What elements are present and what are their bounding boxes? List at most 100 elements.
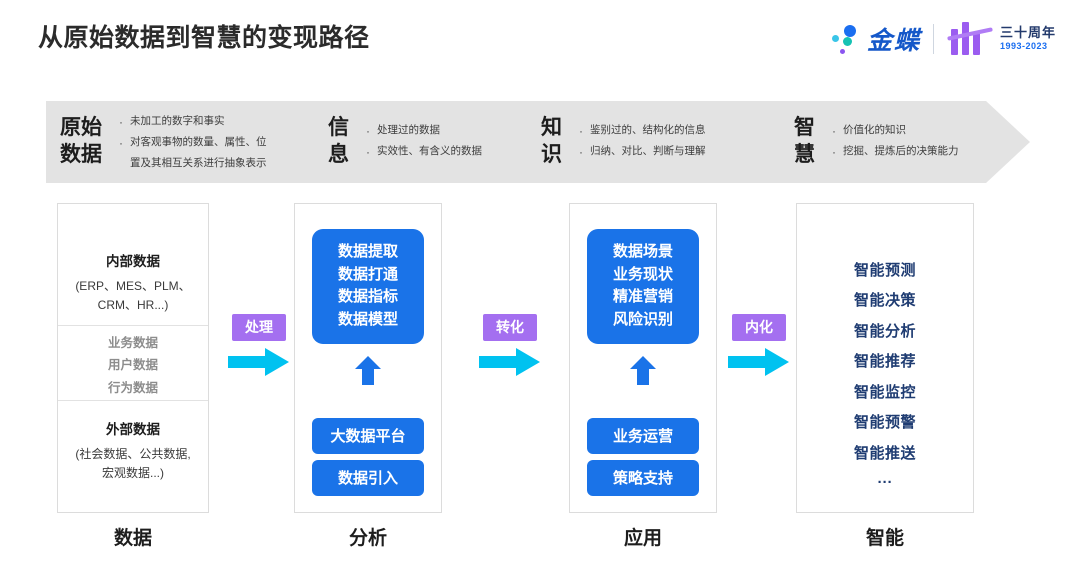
up-arrow-icon (630, 356, 656, 385)
bullet-dot-icon: · (579, 145, 583, 159)
banner-bullet-text: 处理过的数据 (377, 124, 440, 137)
intelligence-item: 智能预测 (853, 262, 916, 279)
banner-bullet: ·挖掘、提炼后的决策能力 (825, 142, 959, 163)
connector-label: 内化 (732, 314, 786, 341)
box-line: 数据指标 (337, 288, 398, 305)
analysis-capability-box[interactable]: 数据提取数据打通数据指标数据模型 (312, 229, 424, 344)
intelligence-item: 智能推荐 (853, 353, 916, 371)
banner-stage-raw-data: 原始数据 · 未加工的数字和事实 · 对客观事物的数量、属性、位置及其相互关系进行抽象… (60, 101, 267, 183)
banner-bullet-text: 归纳、对比、判断与理解 (590, 145, 706, 157)
bullet-dot-icon: · (119, 135, 123, 150)
banner-stage-bullets: · 处理过的数据 · 实效性、有含义的数据 (359, 121, 482, 162)
banner-bullet-text: 置及其相互关系进行抽象表示 (130, 156, 267, 169)
section-divider (58, 400, 208, 401)
banner-bullet-text: 实效性、有含义的数据 (377, 145, 482, 157)
banner-bullet-text: 价值化的知识 (843, 124, 906, 137)
brand-name: 金蝶 (866, 27, 921, 55)
column-title-intelligence: 智能 (865, 528, 904, 549)
internal-data-title: 内部数据 (106, 254, 160, 269)
banner-bullet: · 价值化的知识 (825, 121, 959, 142)
column-title-application: 应用 (623, 528, 662, 549)
intelligence-item: 智能分析 (853, 322, 916, 340)
banner-bullet: 置及其相互关系进行抽象表示 (112, 154, 267, 172)
banner-stage-information: 信息 · 处理过的数据 · 实效性、有含义的数据 (328, 101, 482, 183)
banner-stage-name: 原始数据 (60, 116, 102, 166)
analysis-pill-platform[interactable]: 大数据平台 (312, 418, 424, 454)
box-line: 数据场景 (612, 243, 673, 260)
application-pill-strategy[interactable]: 策略支持 (587, 460, 699, 496)
banner-stage-bullets: · 未加工的数字和事实 · 对客观事物的数量、属性、位置及其相互关系进行抽象表示 (112, 112, 267, 171)
box-line: 精准营销 (612, 288, 673, 305)
intelligence-capability-list: 智能预测智能决策智能分析智能推荐智能监控智能预警智能推送··· (797, 256, 973, 498)
page-title: 从原始数据到智慧的变现路径 (38, 24, 370, 52)
card-application: 数据场景业务现状精准营销风险识别 业务运营 策略支持 (569, 203, 717, 513)
brand-logo: 金蝶 三十周年 1993-2023 (829, 20, 1056, 58)
banner-bullet: · 未加工的数字和事实 (112, 112, 267, 133)
banner-bullet: · 鉴别过的、结构化的信息 (572, 121, 706, 142)
right-arrow-icon (228, 348, 289, 376)
box-line: 风险识别 (612, 310, 673, 328)
anniversary-mark-icon (947, 21, 993, 57)
anniversary-years: 1993-2023 (999, 41, 1048, 52)
bullet-dot-icon: · (366, 124, 370, 139)
card-data: 内部数据 (ERP、MES、PLM、CRM、HR...) 业务数据用户数据行为数… (57, 203, 209, 513)
dikw-banner-content: 原始数据 · 未加工的数字和事实 · 对客观事物的数量、属性、位置及其相互关系进行抽象… (46, 101, 1030, 183)
right-arrow-icon (479, 348, 540, 376)
external-data-section: 外部数据 (社会数据、公共数据,宏观数据...) (58, 418, 208, 482)
intelligence-item: 智能预警 (853, 414, 916, 432)
column-title-data: 数据 (113, 528, 152, 549)
column-title-analysis: 分析 (348, 528, 387, 549)
section-divider (58, 325, 208, 326)
banner-stage-bullets: · 鉴别过的、结构化的信息 · 归纳、对比、判断与理解 (572, 121, 706, 162)
banner-stage-name: 信息 (328, 116, 349, 166)
connector-label: 处理 (232, 314, 286, 341)
banner-bullet-text: 鉴别过的、结构化的信息 (590, 124, 706, 137)
intelligence-item: 智能监控 (853, 383, 916, 401)
box-line: 数据模型 (337, 310, 398, 328)
box-line: 数据提取 (337, 243, 398, 260)
analysis-pill-ingest[interactable]: 数据引入 (312, 460, 424, 496)
data-kind-item: 用户数据 (107, 358, 158, 373)
banner-bullet: · 归纳、对比、判断与理解 (572, 142, 706, 163)
banner-bullet-text: 挖掘、提炼后的决策能力 (843, 145, 959, 157)
bullet-dot-icon: · (832, 124, 836, 139)
banner-stage-name: 智慧 (794, 116, 815, 166)
box-line: 数据打通 (337, 265, 398, 283)
data-kind-item: 业务数据 (107, 336, 158, 350)
internal-data-sources: (ERP、MES、PLM、CRM、HR...) (75, 279, 191, 312)
dikw-banner-arrow (46, 101, 1030, 183)
card-analysis: 数据提取数据打通数据指标数据模型 大数据平台 数据引入 (294, 203, 442, 513)
data-kinds-section: 业务数据用户数据行为数据 (58, 332, 208, 399)
connector-transformation: 转化 (470, 314, 550, 377)
banner-stage-knowledge: 知识 ·鉴别过的、结构化的信息·归纳、对比、判断与理解 (541, 101, 706, 183)
banner-bullet-text: 对客观事物的数量、属性、位 (130, 135, 267, 148)
anniversary-text-block: 三十周年 1993-2023 (999, 25, 1056, 52)
internal-data-section: 内部数据 (ERP、MES、PLM、CRM、HR...) (58, 250, 208, 314)
banner-bullet-text: 未加工的数字和事实 (130, 115, 225, 128)
brand-divider (932, 24, 934, 54)
card-intelligence: 智能预测智能决策智能分析智能推荐智能监控智能预警智能推送··· (796, 203, 974, 513)
bullet-dot-icon: · (119, 115, 123, 130)
up-arrow-icon (355, 356, 381, 385)
connector-processing: 处理 (219, 314, 299, 377)
intelligence-ellipsis: ··· (877, 474, 893, 492)
anniversary-label: 三十周年 (999, 25, 1056, 41)
banner-bullet: · 对客观事物的数量、属性、位 (112, 133, 267, 154)
banner-bullet: · 处理过的数据 (359, 121, 482, 142)
banner-bullet: · 实效性、有含义的数据 (359, 142, 482, 163)
right-arrow-icon (728, 348, 789, 376)
banner-stage-bullets: · 价值化的知识 ·挖掘、提炼后的决策能力 (825, 121, 959, 162)
connector-internalization: 内化 (719, 314, 799, 377)
banner-stage-wisdom: 智慧 · 价值化的知识 ·挖掘、提炼后的决策能力 (794, 101, 959, 183)
box-line: 业务现状 (612, 265, 673, 283)
bullet-dot-icon: · (579, 124, 583, 139)
bullet-dot-icon: · (366, 145, 370, 159)
application-scenario-box[interactable]: 数据场景业务现状精准营销风险识别 (587, 229, 699, 344)
intelligence-item: 智能决策 (853, 292, 916, 310)
kingdee-dots-icon (829, 22, 863, 56)
connector-label: 转化 (483, 314, 537, 341)
data-kind-item: 行为数据 (107, 380, 158, 395)
application-pill-operations[interactable]: 业务运营 (587, 418, 699, 454)
external-data-sources: (社会数据、公共数据,宏观数据...) (75, 447, 191, 480)
